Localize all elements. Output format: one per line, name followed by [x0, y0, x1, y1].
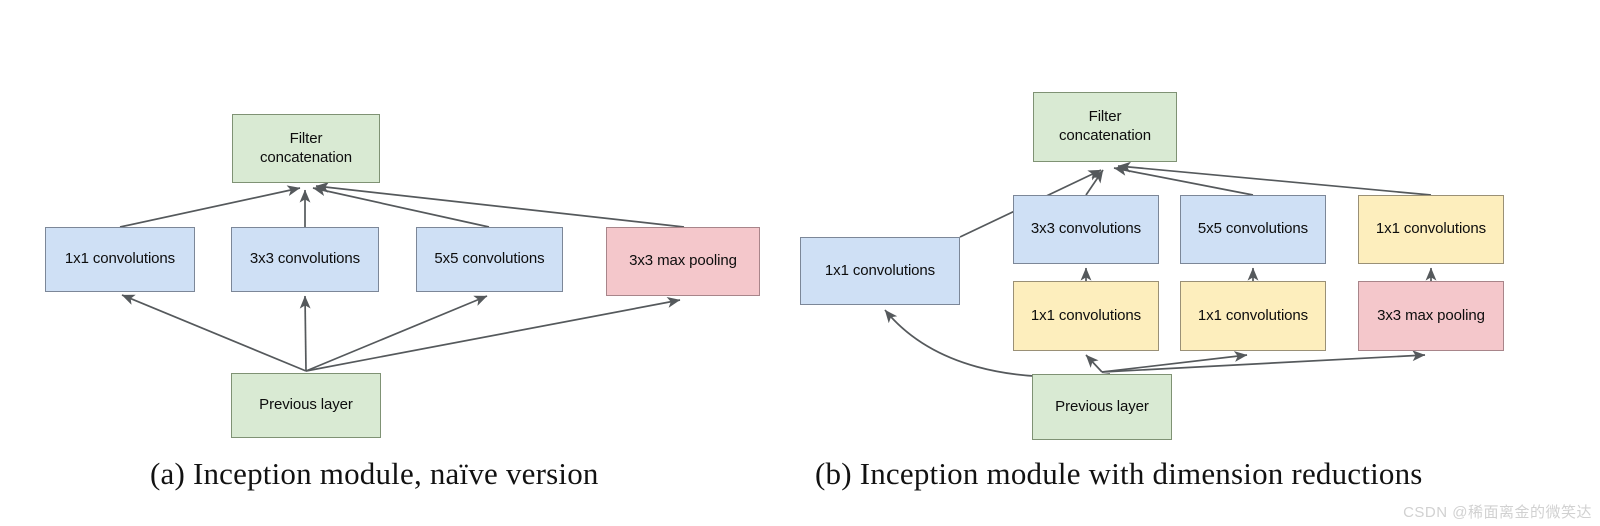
- edge-prev-to-conv3x3: [299, 295, 311, 372]
- edge-conv5x5-to-concat: [312, 185, 490, 228]
- edge-conv1x1-to-concat: [119, 185, 301, 228]
- node-5x5-convolutions[interactable]: 5x5 convolutions: [1180, 195, 1326, 264]
- edge-b-conv1x1right-to-concat: [1117, 161, 1432, 196]
- caption-panel-a: (a) Inception module, naïve version: [150, 456, 599, 491]
- edge-prev-to-conv5x5: [305, 295, 488, 372]
- node-filter-concatenation[interactable]: Filter concatenation: [1033, 92, 1177, 162]
- edge-b-prev-to-maxpool: [1101, 350, 1426, 373]
- edge-prev-to-maxpool: [305, 297, 681, 372]
- node-3x3-convolutions[interactable]: 3x3 convolutions: [1013, 195, 1159, 264]
- node-previous-layer[interactable]: Previous layer: [231, 373, 381, 438]
- node-previous-layer[interactable]: Previous layer: [1032, 374, 1172, 440]
- edge-b-prev-to-red-a: [1085, 354, 1103, 373]
- caption-panel-b: (b) Inception module with dimension redu…: [815, 456, 1423, 491]
- edge-prev-to-conv1x1: [121, 294, 307, 372]
- edge-b-prev-to-red-b: [1101, 351, 1248, 373]
- node-1x1-convolutions-reduce-5x5[interactable]: 1x1 convolutions: [1180, 281, 1326, 351]
- node-1x1-convolutions-pool-projection[interactable]: 1x1 convolutions: [1358, 195, 1504, 264]
- node-1x1-convolutions-left[interactable]: 1x1 convolutions: [800, 237, 960, 305]
- edge-b-conv3x3-to-concat: [1085, 169, 1104, 196]
- node-1x1-convolutions[interactable]: 1x1 convolutions: [45, 227, 195, 292]
- node-3x3-max-pooling[interactable]: 3x3 max pooling: [1358, 281, 1504, 351]
- node-3x3-convolutions[interactable]: 3x3 convolutions: [231, 227, 379, 292]
- inception-dimreduction-panel: Filter concatenation 1x1 convolutions 3x…: [780, 0, 1600, 526]
- node-filter-concatenation[interactable]: Filter concatenation: [232, 114, 380, 183]
- panel-a-edges: [119, 181, 685, 372]
- node-3x3-max-pooling[interactable]: 3x3 max pooling: [606, 227, 760, 296]
- edge-b-conv5x5-to-concat: [1113, 165, 1254, 196]
- edge-maxpool-to-concat: [315, 181, 685, 228]
- node-1x1-convolutions-reduce-3x3[interactable]: 1x1 convolutions: [1013, 281, 1159, 351]
- node-5x5-convolutions[interactable]: 5x5 convolutions: [416, 227, 563, 292]
- inception-naive-panel: Filter concatenation 1x1 convolutions 3x…: [0, 0, 780, 526]
- csdn-watermark: CSDN @稀面离金的微笑达: [1403, 504, 1592, 521]
